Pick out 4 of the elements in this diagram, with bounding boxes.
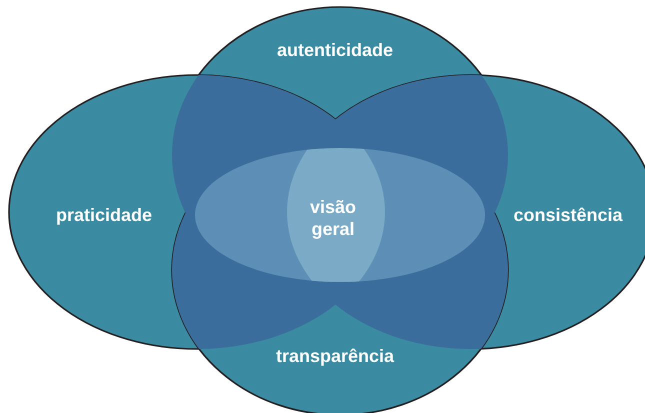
set-label: consistência — [513, 204, 623, 226]
set-label: transparência — [276, 345, 394, 367]
set-label: praticidade — [56, 204, 152, 226]
set-label: autenticidade — [276, 39, 394, 61]
